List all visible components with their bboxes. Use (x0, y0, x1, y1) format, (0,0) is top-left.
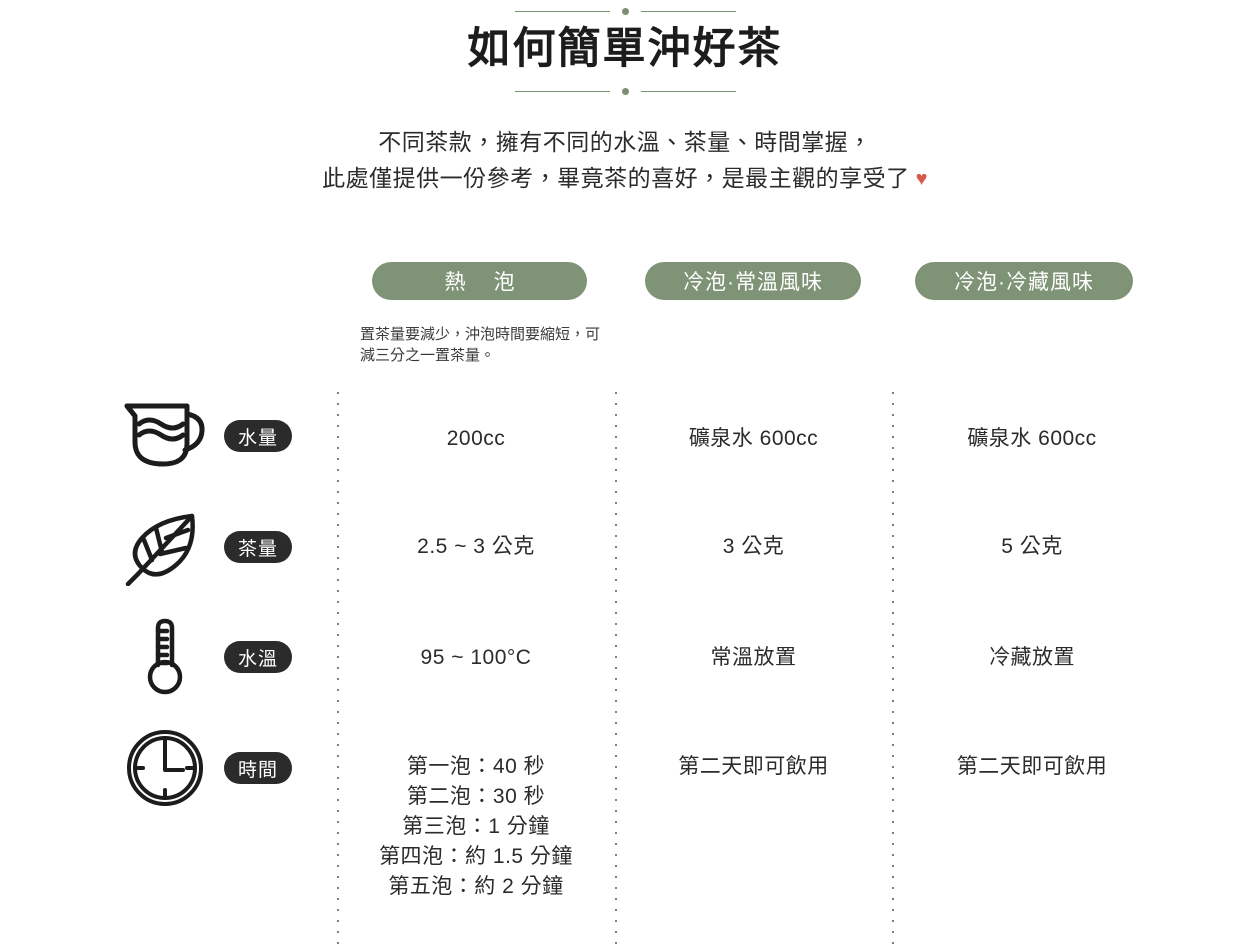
subtitle-line-2: 此處僅提供一份參考，畢竟茶的喜好，是最主觀的享受了♥ (0, 160, 1250, 197)
column-header-hot[interactable]: 熱泡 (372, 262, 587, 300)
subtitle-line-2-text: 此處僅提供一份參考，畢竟茶的喜好，是最主觀的享受了 (322, 165, 910, 191)
thermometer-icon (110, 618, 220, 698)
column-separator-1 (337, 392, 339, 949)
cell-tea-amount-cold-room: 3 公克 (722, 535, 785, 558)
cell-water-temperature-cold-fridge: 冷藏放置 (989, 646, 1075, 669)
cell-water-volume-hot: 200cc (446, 427, 506, 450)
decorative-divider-bottom (0, 88, 1250, 95)
decorative-divider-top (0, 8, 1250, 15)
divider-rule-left (514, 91, 610, 92)
column-header-cold-fridge[interactable]: 冷泡·冷藏風味 (915, 262, 1133, 300)
heart-icon: ♥ (915, 168, 928, 190)
subtitle-line-1: 不同茶款，擁有不同的水溫、茶量、時間掌握， (378, 129, 872, 155)
divider-rule-left (514, 11, 610, 12)
cell-brew-time-cold-fridge: 第二天即可飲用 (956, 755, 1108, 778)
column-note-hot: 置茶量要減少，沖泡時間要縮短，可減三分之一置茶量。 (360, 326, 601, 364)
row-label-water-volume: 水量 (224, 420, 293, 452)
cell-water-volume-cold-fridge: 礦泉水 600cc (967, 427, 1097, 450)
cell-water-volume-cold-room: 礦泉水 600cc (688, 427, 819, 450)
row-label-tea-amount: 茶量 (224, 531, 293, 563)
cell-tea-amount-hot: 2.5 ~ 3 公克 (417, 535, 535, 558)
clock-icon (110, 728, 220, 808)
cell-brew-time-hot: 第一泡：40 秒 第二泡：30 秒 第三泡：1 分鐘 第四泡：約 1.5 分鐘 … (379, 755, 573, 898)
page-title: 如何簡單沖好茶 (467, 25, 783, 73)
divider-rule-right (640, 91, 736, 92)
cell-water-temperature-cold-room: 常溫放置 (710, 646, 797, 669)
cell-tea-amount-cold-fridge: 5 公克 (1001, 535, 1063, 558)
pitcher-icon (110, 396, 220, 476)
divider-rule-right (640, 11, 736, 12)
cell-water-temperature-hot: 95 ~ 100°C (420, 646, 532, 669)
column-separator-3 (892, 392, 894, 949)
leaf-icon (110, 507, 220, 587)
page-subtitle: 不同茶款，擁有不同的水溫、茶量、時間掌握， 此處僅提供一份參考，畢竟茶的喜好，是… (0, 124, 1250, 197)
row-label-water-temperature: 水溫 (224, 641, 293, 673)
divider-dot (621, 8, 629, 15)
cell-brew-time-cold-room: 第二天即可飲用 (678, 755, 829, 778)
divider-dot (621, 88, 629, 95)
column-header-cold-room[interactable]: 冷泡·常溫風味 (645, 262, 861, 300)
row-label-brew-time: 時間 (224, 752, 293, 784)
column-separator-2 (615, 392, 617, 949)
